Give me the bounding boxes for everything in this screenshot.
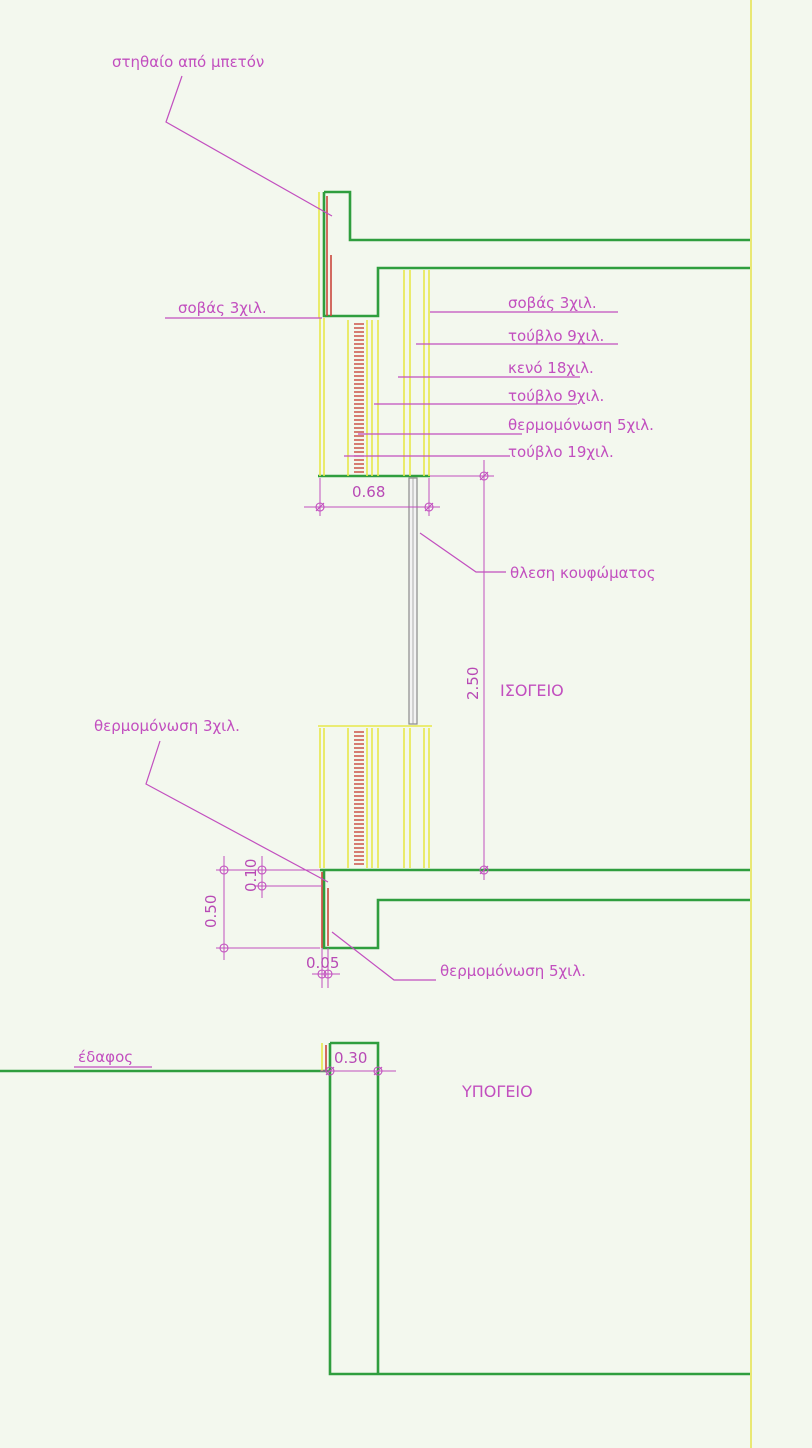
leaders — [74, 75, 618, 1068]
dim-slab-offset: 0.10 — [242, 859, 260, 892]
basement-wall — [0, 1041, 750, 1376]
upper-slab — [318, 190, 750, 318]
label-frame-seat: θλεση κουφώματος — [510, 564, 656, 582]
label-insulation-3: θερμομόνωση 3χιλ. — [94, 717, 240, 735]
label-layer-gap: κενό 18χιλ. — [508, 359, 594, 377]
label-layer-plaster: σοβάς 3χιλ. — [508, 294, 597, 312]
label-basement: ΥΠΟΓΕΙΟ — [461, 1082, 533, 1101]
insulation-hatch-lower — [354, 731, 364, 865]
lower-wall — [318, 725, 432, 868]
dimension-lines — [216, 460, 494, 1076]
lower-slab — [320, 868, 750, 950]
dim-foundation-wall: 0.30 — [334, 1049, 367, 1067]
insulation-hatch-upper — [354, 323, 364, 473]
dim-insulation-gap: 0.05 — [306, 954, 339, 972]
dim-wall-thickness: 0.68 — [352, 483, 385, 501]
label-ground: έδαφος — [78, 1048, 133, 1066]
upper-wall — [318, 270, 430, 478]
label-layer-brick-9a: τούβλο 9χιλ. — [508, 327, 604, 345]
label-parapet: στηθαίο από μπετόν — [112, 53, 264, 71]
dim-beam-depth: 0.50 — [202, 895, 220, 928]
dim-opening-height: 2.50 — [464, 667, 482, 700]
label-ground-floor: ΙΣΟΓΕΙΟ — [500, 681, 564, 700]
label-layer-brick-19: τούβλο 19χιλ. — [508, 443, 614, 461]
label-insulation-5-bottom: θερμομόνωση 5χιλ. — [440, 962, 586, 980]
label-layer-brick-9b: τούβλο 9χιλ. — [508, 387, 604, 405]
label-plaster-left: σοβάς 3χιλ. — [178, 299, 267, 317]
label-layer-insulation-5: θερμομόνωση 5χιλ. — [508, 416, 654, 434]
